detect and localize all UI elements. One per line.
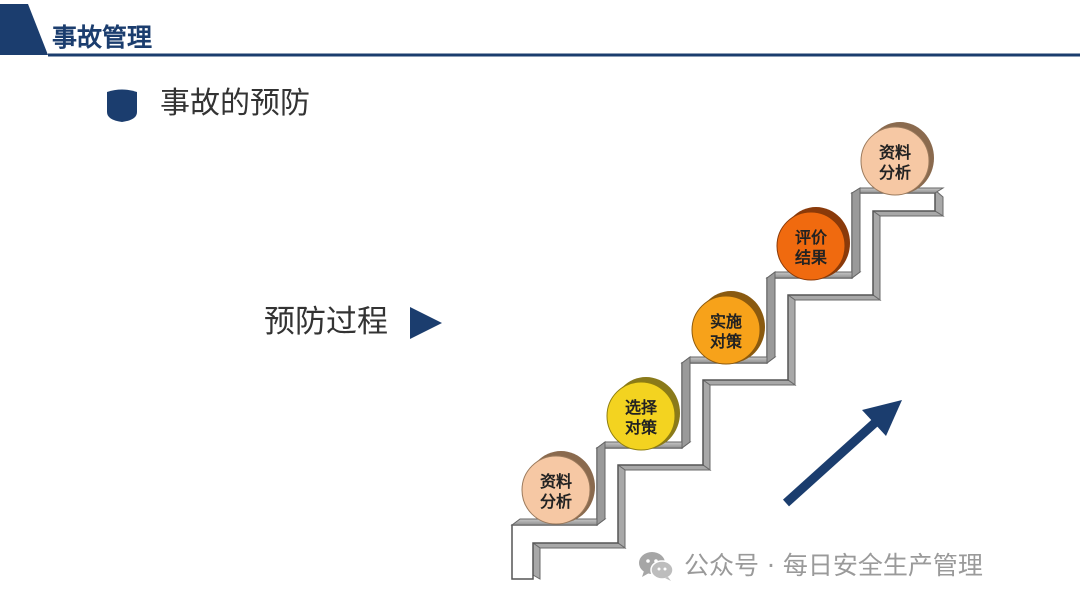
up-arrow-icon — [782, 400, 902, 507]
step-2-coin — [606, 381, 676, 451]
step-1: 资料 分析 — [521, 451, 595, 525]
header-shape — [0, 4, 1080, 57]
step-1-coin — [521, 455, 591, 525]
step-2-line2: 对策 — [625, 418, 658, 437]
header-title: 事故管理 — [52, 23, 153, 52]
step-1-line1: 资料 — [540, 472, 572, 491]
step-5-line2: 分析 — [879, 163, 911, 182]
triangle-right-icon — [410, 307, 442, 339]
section-title: 事故的预防 — [160, 86, 310, 121]
header-bar: 事故管理 — [0, 0, 1080, 60]
step-4-line1: 评价 — [795, 228, 828, 247]
step-3: 实施 对策 — [691, 291, 765, 365]
step-5-coin — [860, 126, 930, 196]
step-4: 评价 结果 — [776, 207, 850, 281]
wechat-icon — [639, 552, 674, 581]
step-2-line1: 选择 — [625, 398, 658, 417]
step-4-line2: 结果 — [794, 248, 827, 267]
shield-bullet-icon — [107, 89, 137, 122]
step-2: 选择 对策 — [606, 377, 680, 451]
stairs-risers — [596, 187, 861, 526]
process-label: 预防过程 — [264, 304, 388, 340]
watermark: 公众号 · 每日安全生产管理 — [636, 546, 983, 586]
step-5-line1: 资料 — [879, 143, 911, 162]
step-3-line2: 对策 — [710, 332, 743, 351]
step-5: 资料 分析 — [860, 122, 934, 196]
step-3-line1: 实施 — [710, 312, 742, 331]
step-3-coin — [691, 295, 761, 365]
step-1-line2: 分析 — [540, 492, 572, 511]
step-4-coin — [776, 211, 846, 281]
watermark-text: 公众号 · 每日安全生产管理 — [684, 551, 983, 580]
